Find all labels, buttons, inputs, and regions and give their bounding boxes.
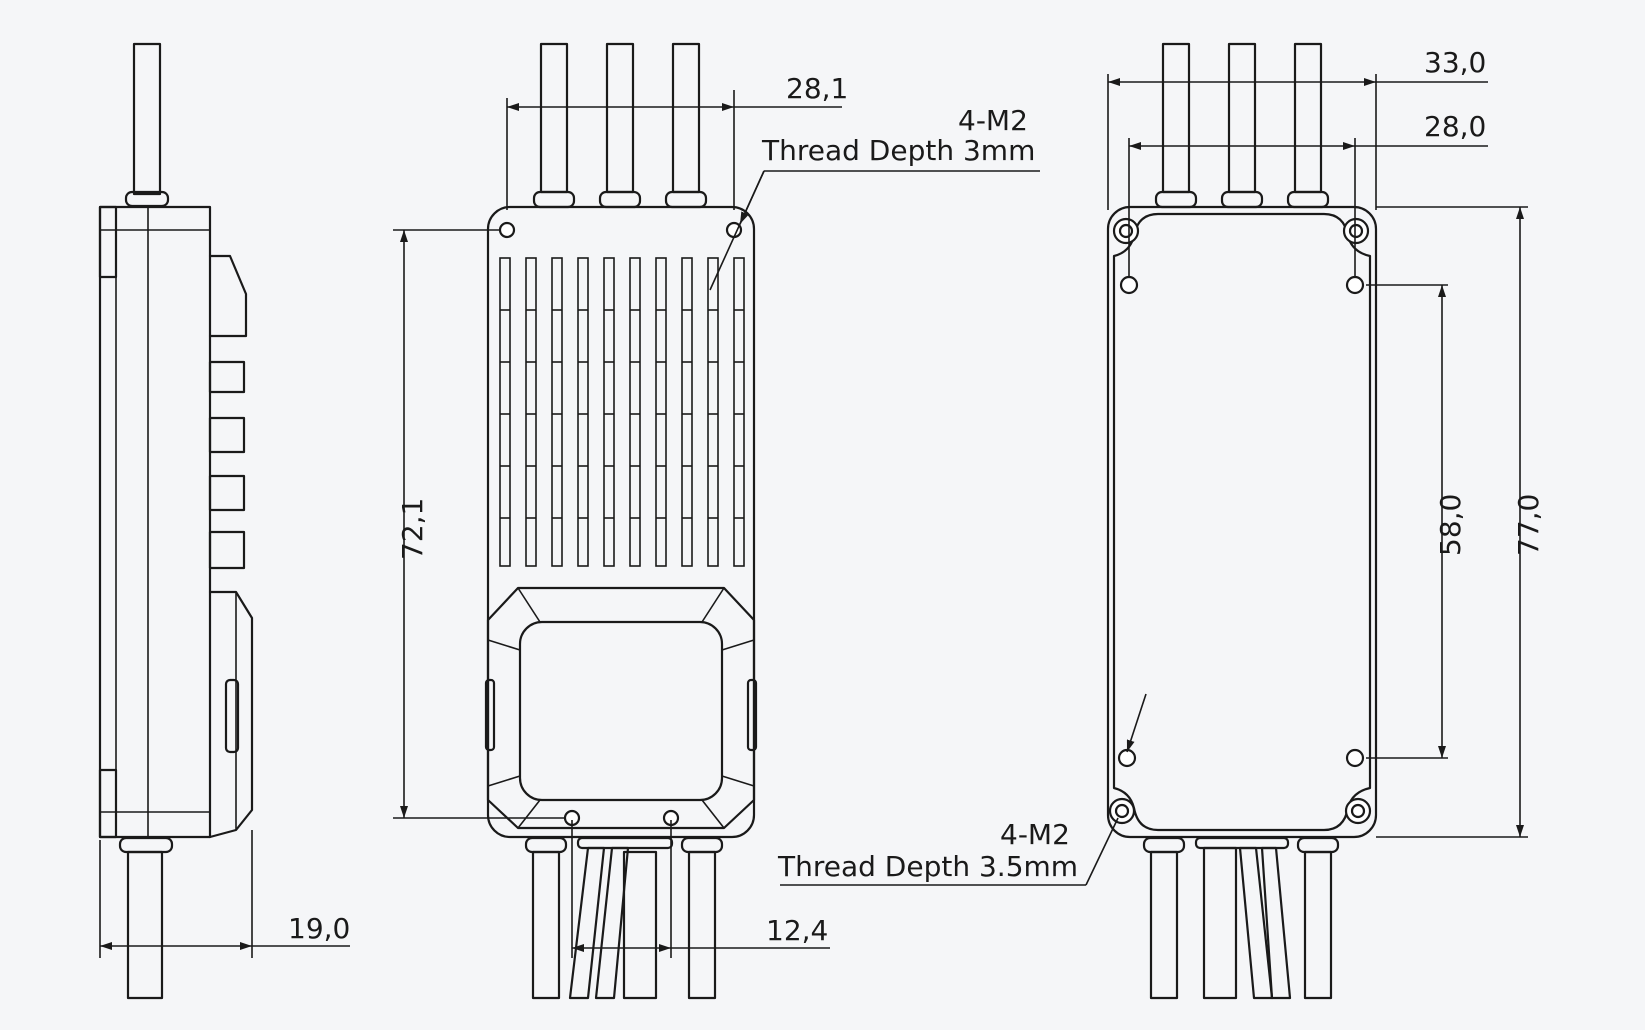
dim-rear-width: 33,0 bbox=[1424, 46, 1486, 79]
vent-slot bbox=[629, 257, 641, 567]
dim-bottom-hole-spacing: 12,4 bbox=[766, 914, 828, 947]
vent-slot bbox=[733, 257, 745, 567]
vent-slot bbox=[707, 257, 719, 567]
dim-front-height: 72,1 bbox=[396, 498, 429, 560]
dim-front-hole-spacing: 28,1 bbox=[786, 72, 848, 105]
dim-rear-hole-pitch: 58,0 bbox=[1434, 494, 1467, 556]
vent-slot bbox=[681, 257, 693, 567]
dim-rear-hole-spacing: 28,0 bbox=[1424, 110, 1486, 143]
front-thread-callout-line1: 4-M2 bbox=[958, 104, 1028, 137]
rear-view: 33,0 28,0 58,0 77,0 4-M2 Thread Depth 3.… bbox=[777, 42, 1545, 1000]
side-view: 19,0 bbox=[98, 42, 350, 1000]
vent-slot bbox=[577, 257, 589, 567]
vent-slot bbox=[551, 257, 563, 567]
vent-slot bbox=[525, 257, 537, 567]
rear-thread-callout-line2: Thread Depth 3.5mm bbox=[777, 850, 1078, 883]
vent-slot bbox=[603, 257, 615, 567]
front-thread-callout-line2: Thread Depth 3mm bbox=[761, 134, 1035, 167]
dim-side-thickness: 19,0 bbox=[288, 912, 350, 945]
dim-rear-height: 77,0 bbox=[1512, 494, 1545, 556]
vent-slot bbox=[499, 257, 511, 567]
front-view: 28,1 4-M2 Thread Depth 3mm 72,1 12,4 bbox=[393, 42, 1040, 1000]
rear-thread-callout-line1: 4-M2 bbox=[1000, 818, 1070, 851]
vent-slot bbox=[655, 257, 667, 567]
